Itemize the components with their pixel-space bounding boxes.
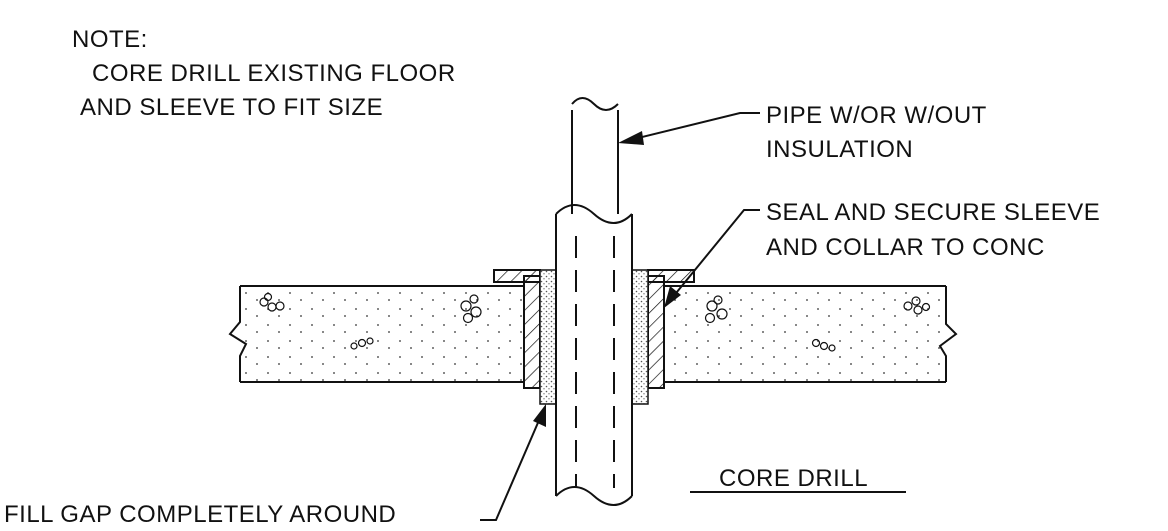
sleeve-collar (493, 269, 695, 283)
pipe-arrowhead (618, 131, 644, 145)
pipe-upper (571, 97, 619, 230)
pipe-callout-line-2: INSULATION (766, 136, 913, 163)
break-line-right (938, 286, 958, 382)
pipe-leader (618, 112, 760, 145)
note-line-2: AND SLEEVE TO FIT SIZE (80, 94, 383, 121)
pipe-callout-line-1: PIPE W/OR W/OUT (766, 102, 987, 129)
insulation-break-bottom (555, 486, 633, 506)
seal-leader (664, 209, 760, 308)
seal-callout-line-1: SEAL AND SECURE SLEEVE (766, 199, 1100, 226)
note-line-1: CORE DRILL EXISTING FLOOR (92, 60, 456, 87)
fill-gap-leader (480, 404, 546, 521)
seal-arrowhead (664, 286, 681, 308)
break-line-left (228, 286, 248, 382)
fill-gap-callout: FILL GAP COMPLETELY AROUND (4, 501, 396, 526)
detail-title: CORE DRILL (719, 465, 868, 492)
insulated-pipe (555, 204, 633, 506)
aggregate-right (704, 295, 931, 352)
aggregate-left (259, 292, 482, 350)
fill-gap-arrowhead (533, 404, 546, 427)
insulation-break-top (555, 204, 633, 224)
seal-callout-line-2: AND COLLAR TO CONC (766, 234, 1045, 261)
concrete-slab-right (664, 285, 958, 383)
concrete-slab-left (228, 285, 524, 383)
pipe-break-top (571, 97, 619, 111)
note-heading: NOTE: (72, 26, 148, 53)
